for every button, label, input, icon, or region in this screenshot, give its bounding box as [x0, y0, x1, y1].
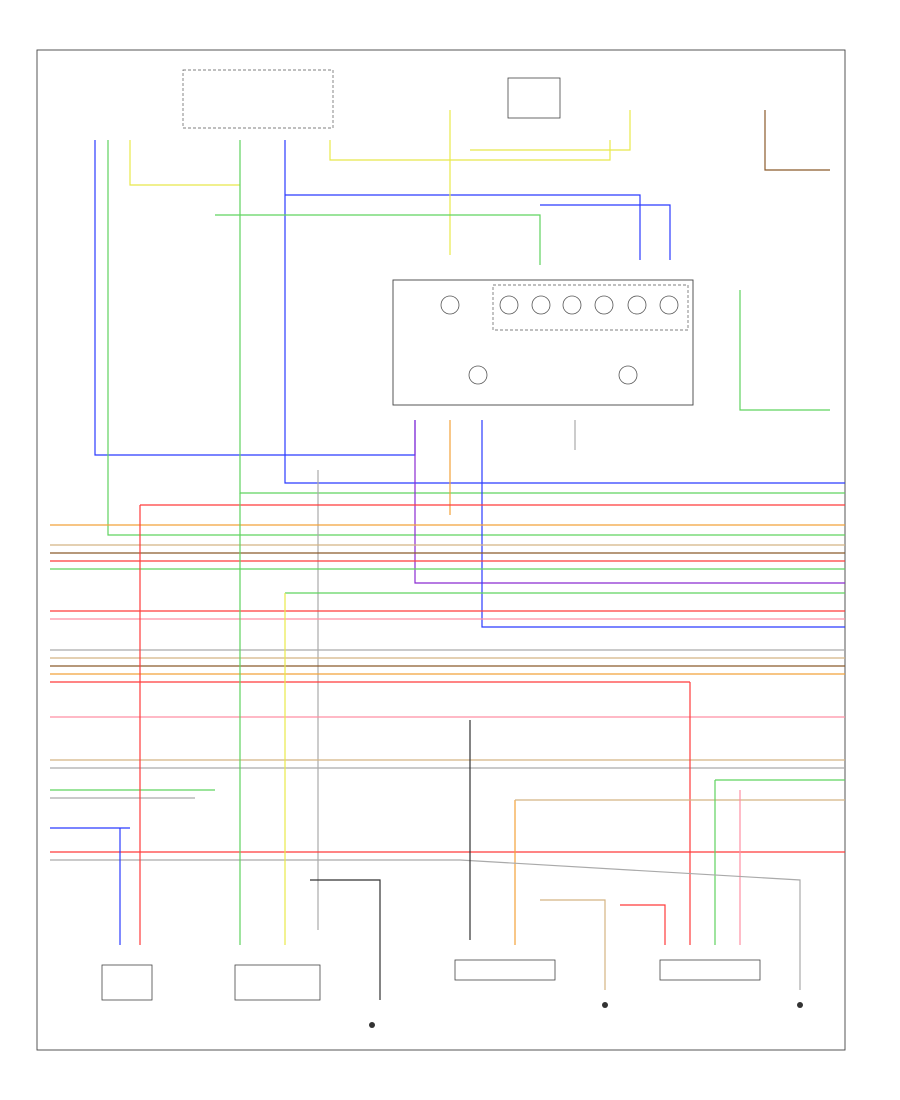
vehicle-speed-sensor-1: [454, 959, 556, 981]
oil-pressure-sensor: [101, 964, 153, 1001]
bottom-components: [101, 959, 803, 1028]
instrument-cluster-box: [392, 279, 694, 406]
shift-switch: [234, 964, 321, 1001]
ground-2: [797, 1002, 803, 1008]
ground-3: [369, 1022, 375, 1028]
top-components: [182, 69, 694, 406]
top-vertical-wires: [94, 110, 845, 930]
gauge-panel: [492, 284, 689, 331]
vehicle-speed-sensor-2: [659, 959, 761, 981]
gauge-circles: [440, 295, 679, 385]
diagram-frame: [36, 49, 846, 1051]
horizontal-wire-bus: [50, 504, 845, 861]
relay-box: [507, 77, 561, 119]
control-module-box: [182, 69, 334, 129]
ground-1: [602, 1002, 608, 1008]
bottom-vertical-wires: [119, 493, 845, 1000]
